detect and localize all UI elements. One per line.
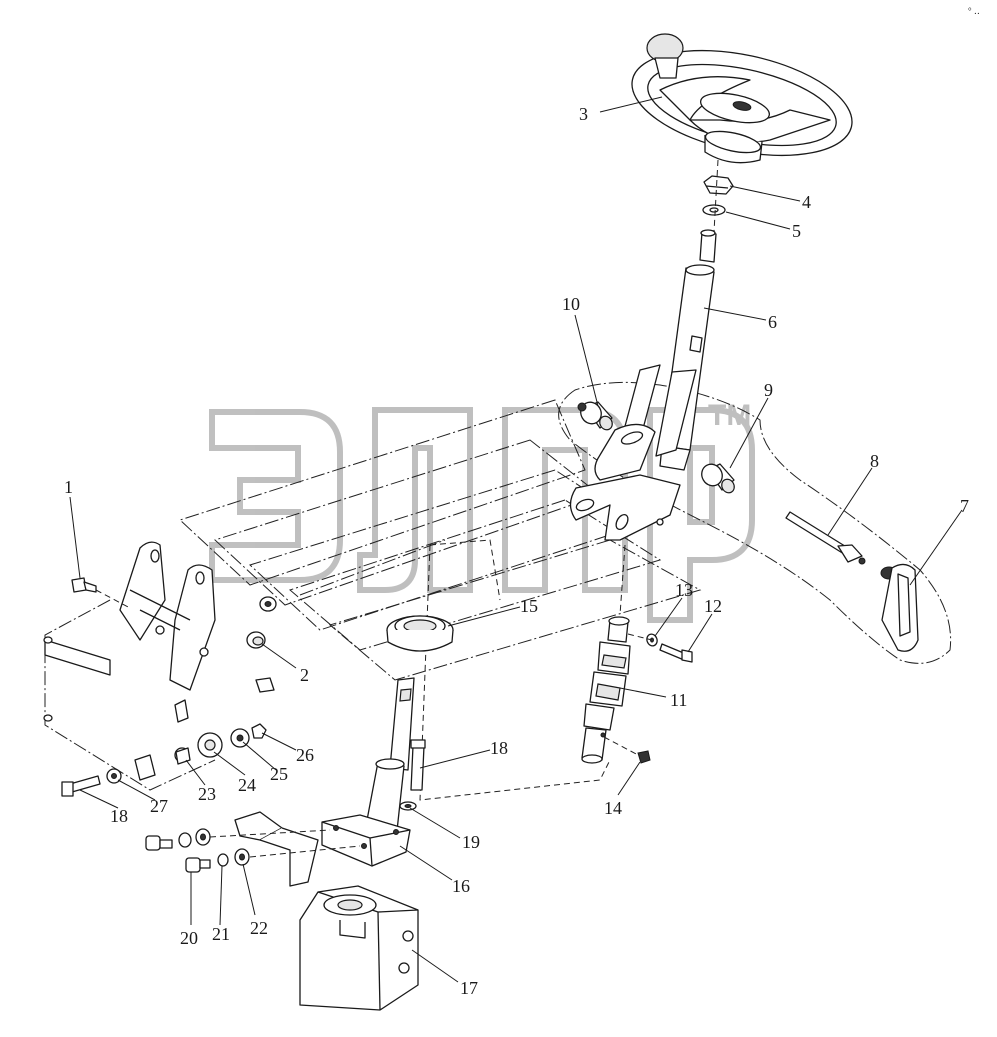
mount-bracket: [234, 811, 319, 887]
callout-21: 21: [212, 924, 230, 944]
callout-23: 23: [198, 784, 216, 804]
callout-22: 22: [250, 918, 268, 938]
callout-25: 25: [270, 764, 288, 784]
washer-21-lower: [217, 853, 229, 867]
tilt-handle: [880, 563, 919, 652]
callout-5: 5: [792, 221, 801, 241]
bolt-2: [255, 677, 275, 693]
callout-24: 24: [238, 775, 256, 795]
hex-nut: [703, 175, 734, 195]
bushing-lower: [701, 463, 735, 494]
bolt-20-upper: [145, 835, 173, 851]
steering-gear-housing: [299, 885, 419, 1011]
callout-labels: 1 2 3 4 5 6 7 8 9 10 11 12 13 14 15 16 1…: [64, 104, 969, 998]
callout-14: 14: [604, 798, 622, 818]
frame-bracket: [43, 541, 216, 781]
bolt-12: [659, 643, 693, 663]
leader-lines: [69, 96, 963, 983]
nut-26: [251, 723, 267, 739]
intermediate-shaft: [581, 544, 631, 764]
dust-seal: [386, 615, 454, 652]
callout-1: 1: [64, 477, 73, 497]
bolt-1: [71, 577, 97, 593]
callout-13: 13: [675, 580, 693, 600]
tilt-bracket: [569, 364, 697, 541]
bushing-24: [197, 732, 223, 758]
steering-shaft: [321, 677, 415, 867]
callout-11: 11: [670, 690, 687, 710]
washer-27: [106, 768, 122, 784]
callout-26: 26: [296, 745, 314, 765]
callout-2: 2: [300, 665, 309, 685]
callout-12: 12: [704, 596, 722, 616]
set-screw: [637, 750, 651, 764]
washer-25: [230, 728, 250, 748]
spacer-23: [174, 747, 191, 765]
bolt-18-upper: [410, 739, 426, 791]
corner-mark: ° ‥: [968, 6, 980, 16]
bolt-20-lower: [185, 857, 211, 873]
washer-22-upper: [195, 828, 211, 846]
callout-8: 8: [870, 451, 879, 471]
washer-22-lower: [234, 848, 250, 866]
lock-washer: [702, 204, 726, 216]
callout-20: 20: [180, 928, 198, 948]
callout-6: 6: [768, 312, 777, 332]
callout-3: 3: [579, 104, 588, 124]
washer-21-upper: [178, 832, 192, 848]
callout-27: 27: [150, 796, 168, 816]
bushing-upper: [577, 401, 613, 431]
callout-19: 19: [462, 832, 480, 852]
callout-10: 10: [562, 294, 580, 314]
callout-18-upper: 18: [490, 738, 508, 758]
tilt-rod: [785, 511, 866, 565]
bolt-18-lower: [61, 775, 101, 797]
callout-18-lower: 18: [110, 806, 128, 826]
steering-wheel: [631, 33, 853, 164]
callout-16: 16: [452, 876, 470, 896]
washer-2: [259, 596, 277, 612]
callout-15: 15: [520, 596, 538, 616]
callout-4: 4: [802, 192, 811, 212]
callout-17: 17: [460, 978, 478, 998]
callout-9: 9: [764, 380, 773, 400]
callout-7: 7: [960, 496, 969, 516]
washer-19: [399, 801, 417, 811]
nut-2: [246, 631, 266, 649]
